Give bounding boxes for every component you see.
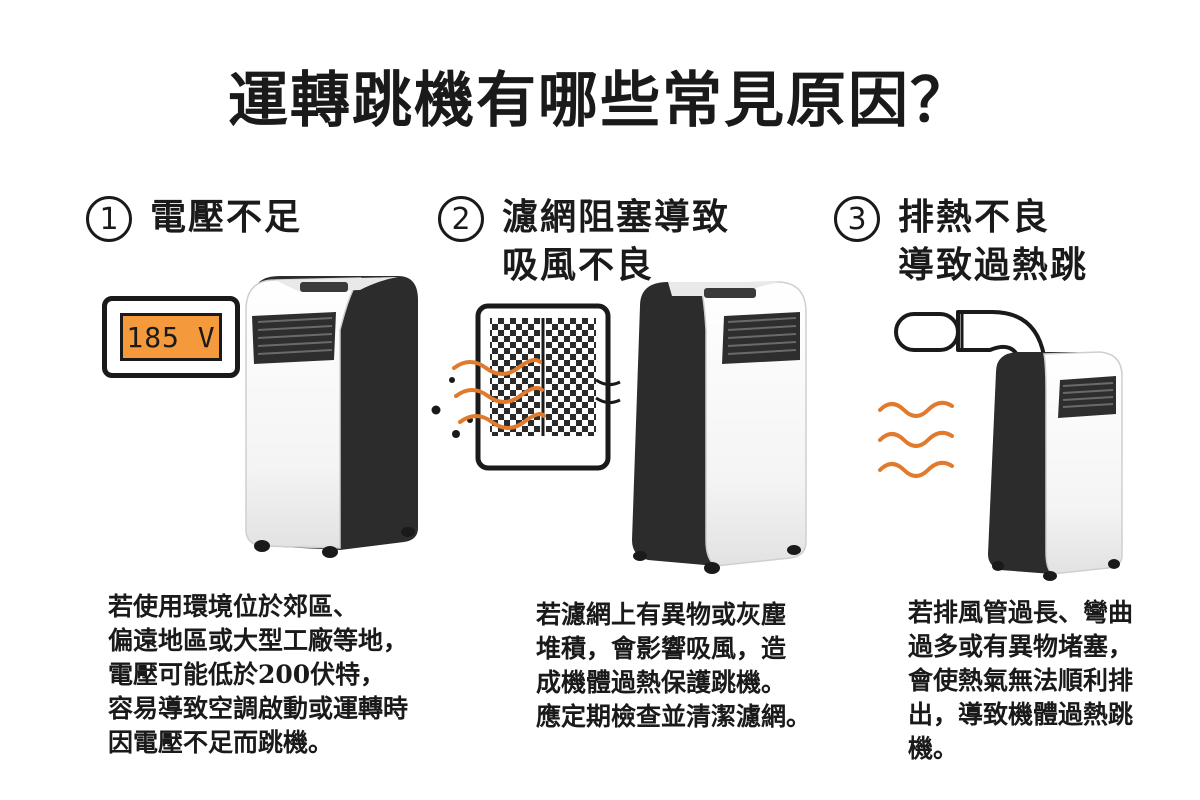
heat-wave-icon — [878, 400, 954, 478]
section-3-header: 3 排熱不良 導致過熱跳 — [834, 196, 1088, 290]
description-line: 若使用環境位於郊區、 — [108, 592, 359, 621]
voltage-display-icon: 185 V — [102, 296, 240, 378]
dust-particles-icon — [431, 377, 473, 438]
description-line: 若排風管過長、彎曲 — [908, 598, 1134, 627]
description-line: 出，導致機體過熱跳 — [908, 700, 1134, 729]
portable-air-conditioner-icon — [632, 281, 807, 574]
description-line: 堆積，會影響吸風，造 — [536, 634, 787, 663]
description-line: 過多或有異物堵塞， — [908, 632, 1134, 661]
description-line: 偏遠地區或大型工廠等地， — [108, 626, 409, 655]
description-line: 成機體過熱保護跳機。 — [536, 668, 787, 697]
section-2-title-line: 濾網阻塞導致 — [502, 197, 731, 238]
section-2-description: 若濾網上有異物或灰塵 堆積，會影響吸風，造 成機體過熱保護跳機。 應定期檢查並清… — [536, 598, 811, 734]
step-number-2: 2 — [438, 196, 484, 242]
step-number-3: 3 — [834, 196, 880, 242]
section-3-title-line: 排熱不良 — [898, 197, 1051, 238]
section-1-header: 1 電壓不足 — [86, 196, 302, 242]
airflow-icon — [452, 358, 546, 430]
description-line: 會使熱氣無法順利排 — [908, 666, 1134, 695]
clogged-filter-icon — [475, 303, 621, 471]
section-3-title-line: 導致過熱跳 — [898, 245, 1089, 286]
portable-air-conditioner-icon — [988, 351, 1123, 581]
section-2-title-line: 吸風不良 — [502, 245, 655, 286]
section-3-title: 排熱不良 導致過熱跳 — [898, 194, 1088, 290]
section-3-description: 若排風管過長、彎曲 過多或有異物堵塞， 會使熱氣無法順利排 出，導致機體過熱跳 … — [908, 596, 1133, 766]
description-line: 機。 — [908, 734, 959, 763]
description-line: 應定期檢查並清潔濾網。 — [536, 702, 812, 731]
description-line: 因電壓不足而跳機。 — [108, 728, 334, 757]
section-2-header: 2 濾網阻塞導致 吸風不良 — [438, 196, 730, 290]
section-1-title: 電壓不足 — [150, 194, 302, 242]
section-1-description: 若使用環境位於郊區、 偏遠地區或大型工廠等地， 電壓可能低於200伏特， 容易導… — [108, 590, 408, 760]
section-2-title: 濾網阻塞導致 吸風不良 — [502, 194, 730, 290]
description-line: 電壓可能低於200伏特， — [108, 660, 386, 689]
step-number-1: 1 — [86, 196, 132, 242]
page-title: 運轉跳機有哪些常見原因？ — [228, 66, 972, 136]
voltage-readout: 185 V — [120, 313, 222, 361]
description-line: 容易導致空調啟動或運轉時 — [108, 694, 409, 723]
exhaust-hose-icon — [894, 310, 1046, 364]
section-1-title-line: 電壓不足 — [150, 197, 303, 238]
portable-air-conditioner-icon — [245, 276, 418, 558]
description-line: 若濾網上有異物或灰塵 — [536, 600, 787, 629]
